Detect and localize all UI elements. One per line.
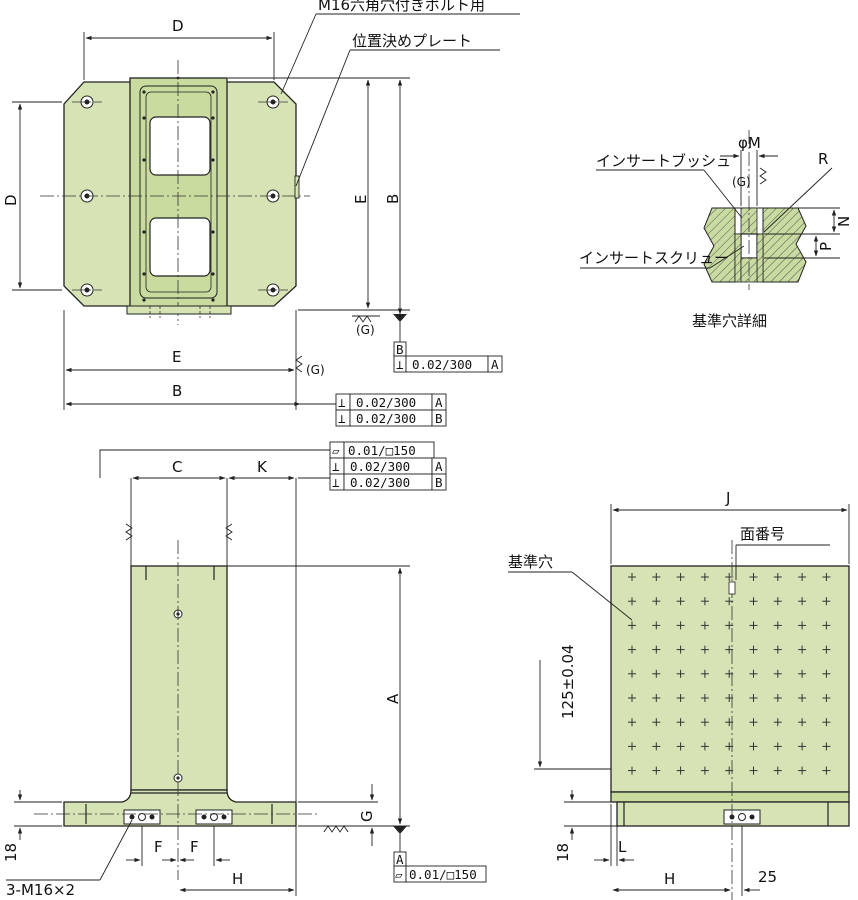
tol-frame-top-double: ⊥ 0.02/300 A ⊥ 0.02/300 B [335, 393, 447, 427]
insert-screw-label: インサートスクリュー [579, 249, 729, 267]
svg-text:0.02/300: 0.02/300 [356, 411, 416, 426]
dim-phiM: φM [738, 134, 761, 152]
svg-text:A: A [435, 395, 443, 410]
side-view: J 面番号 基準穴 125±0.04 18 L H 25 [508, 489, 850, 900]
detail-section-left [703, 207, 736, 283]
svg-text:A: A [491, 357, 499, 372]
bolt-callout-label: 3-M16×2 [6, 881, 75, 899]
front-view: C K A G 18 F F [2, 449, 410, 899]
dim-D-left: D [2, 194, 20, 206]
dim-G: G [358, 810, 376, 822]
dim-18-front: 18 [2, 843, 20, 862]
detail-section-right [762, 207, 807, 283]
face-number-label: 面番号 [740, 525, 785, 543]
tol-frame-A: A ▱ 0.01/□150 [393, 851, 487, 883]
svg-text:A: A [396, 852, 404, 867]
plate-note-label: 位置決めプレート [352, 32, 472, 50]
dim-C: C [172, 458, 182, 476]
dim-H-front: H [232, 870, 243, 888]
dim-L: L [618, 838, 627, 856]
svg-text:⊥: ⊥ [338, 395, 346, 410]
face-number-mark [728, 581, 736, 595]
hole-grid [628, 573, 831, 775]
top-positioning-strip [126, 305, 232, 315]
tol-frame-front-top: ▱ 0.01/□150 ⊥ 0.02/300 A ⊥ 0.02/300 B [329, 441, 447, 491]
svg-text:B: B [435, 411, 443, 426]
svg-text:⊥: ⊥ [338, 411, 346, 426]
dim-P: P [817, 242, 835, 251]
svg-text:B: B [435, 475, 443, 490]
svg-text:0.02/300: 0.02/300 [356, 395, 416, 410]
svg-text:B: B [396, 342, 404, 357]
bolt-note-label: M16六角穴付きボルト用 [318, 0, 485, 14]
front-column [130, 565, 228, 791]
svg-text:0.02/300: 0.02/300 [350, 459, 410, 474]
top-bolt-dots [142, 76, 215, 312]
ref-hole-label: 基準穴 [508, 553, 553, 571]
detail-view: φM (G) R N P インサートブッシュ インサートスクリュー 基準穴詳細 [579, 130, 853, 330]
top-column-inner [139, 85, 218, 299]
top-bolt-holes [80, 95, 280, 297]
dim-B-right: B [384, 194, 402, 204]
svg-text:▱: ▱ [332, 443, 340, 458]
detail-title: 基準穴詳細 [692, 312, 767, 330]
tol-frame-B: B ⊥ 0.02/300 A [393, 341, 503, 373]
dim-E-right: E [352, 195, 370, 204]
svg-text:0.02/300: 0.02/300 [412, 357, 472, 372]
dim-R: R [818, 150, 828, 168]
svg-text:⊥: ⊥ [396, 357, 404, 372]
dim-K: K [257, 458, 268, 476]
svg-text:0.02/300: 0.02/300 [350, 475, 410, 490]
dim-N: N [835, 216, 853, 227]
gp-detail: (G) [732, 175, 751, 189]
gp-top-side: (G) [306, 363, 325, 377]
insert-bush-label: インサートブッシュ [596, 152, 731, 170]
top-window-lower [149, 217, 211, 277]
dim-18-side: 18 [554, 843, 572, 862]
dim-25: 25 [758, 868, 777, 886]
top-window-upper [149, 116, 211, 176]
side-face [610, 565, 850, 793]
dim-B-bottom: B [172, 382, 182, 400]
svg-text:▱: ▱ [395, 867, 403, 882]
svg-text:0.01/□150: 0.01/□150 [409, 867, 477, 882]
front-base [63, 789, 297, 827]
svg-text:⊥: ⊥ [332, 475, 340, 490]
dim-E-bottom: E [172, 348, 181, 366]
dim-A: A [384, 693, 402, 704]
dim-J: J [725, 489, 730, 507]
dim-H-side: H [664, 870, 675, 888]
dim-D-top: D [172, 17, 184, 35]
gp-top-under: (G) [356, 323, 375, 337]
svg-text:0.01/□150: 0.01/□150 [348, 443, 416, 458]
top-view: D D E B (G) E B (G) M16六角穴付きボルト用 [2, 0, 520, 410]
svg-text:⊥: ⊥ [332, 459, 340, 474]
dim-F-2: F [190, 838, 199, 856]
dim-F-1: F [154, 838, 163, 856]
svg-text:A: A [435, 459, 443, 474]
dim-125: 125±0.04 [559, 644, 577, 719]
